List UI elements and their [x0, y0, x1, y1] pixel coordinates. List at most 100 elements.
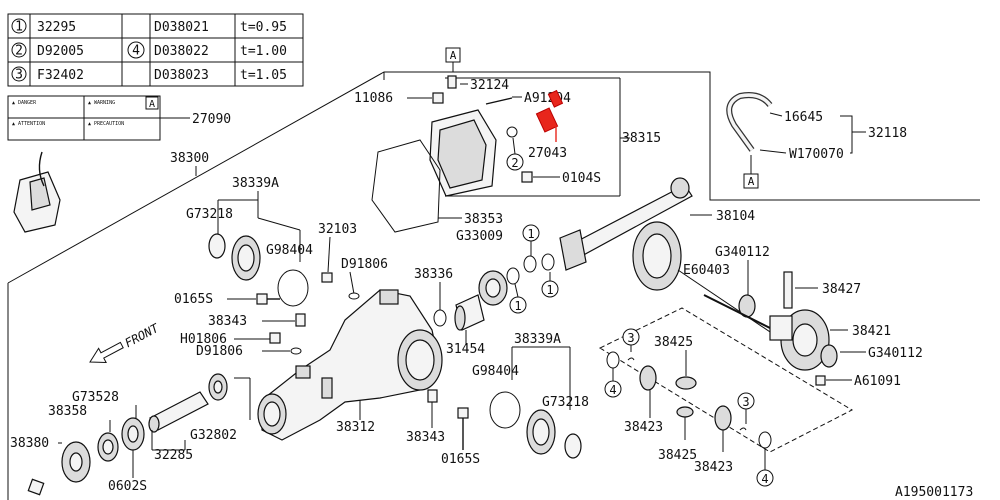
label-A91204: A91204 — [524, 91, 571, 106]
warning-line-4: ▲ PRECAUTION — [88, 121, 124, 127]
shim-code-1: D038021 — [154, 20, 209, 35]
table-num-1: 1 — [15, 20, 23, 35]
label-38425-bot: 38425 — [658, 448, 697, 463]
sticker-location-sketch — [13, 151, 61, 233]
marker-a-hose: A — [748, 175, 755, 188]
label-38343-bot: 38343 — [406, 430, 445, 445]
left-axle-group: G73528 38358 38380 G32802 32285 0602S — [10, 373, 251, 496]
label-31454: 31454 — [446, 342, 485, 357]
table-callout-3 — [11, 66, 27, 82]
table-callout-1 — [11, 18, 27, 34]
rear-cover-assembly: A 32124 11086 A91204 2 38315 27043 0104S… — [354, 47, 661, 233]
parts-table: 1 32295 2 D92005 3 F32402 4 D038021 t=0.… — [7, 13, 304, 87]
label-38423-a: 38423 — [624, 420, 663, 435]
shim-thickness-2: t=1.00 — [240, 44, 287, 59]
warning-line-3: ▲ ATTENTION — [12, 121, 45, 127]
table-code-2: D92005 — [37, 44, 84, 59]
front-direction-arrow: FRONT — [89, 321, 162, 364]
callout-3-b: 3 — [742, 395, 749, 409]
label-38343-top: 38343 — [208, 314, 247, 329]
shim-thickness-1: t=0.95 — [240, 20, 287, 35]
label-27090: 27090 — [192, 112, 231, 127]
label-38353: 38353 — [464, 212, 503, 227]
label-D91806-top: D91806 — [341, 257, 388, 272]
assembly-frame — [7, 71, 980, 500]
label-38104: 38104 — [716, 209, 755, 224]
label-A61091: A61091 — [854, 374, 901, 389]
shim-code-2: D038022 — [154, 44, 209, 59]
pinion-gear-kit: 3 4 38423 38425 38425 38423 3 4 — [598, 307, 854, 487]
callout-4-a: 4 — [609, 383, 616, 397]
label-32285: 32285 — [154, 448, 193, 463]
label-G73218-top: G73218 — [186, 207, 233, 222]
label-32103: 32103 — [318, 222, 357, 237]
marker-a-top: A — [450, 49, 457, 62]
front-label: FRONT — [123, 321, 162, 351]
label-38339A-top: 38339A — [232, 176, 279, 191]
label-38315: 38315 — [622, 131, 661, 146]
label-E60403: E60403 — [683, 263, 730, 278]
callout-1-b: 1 — [546, 283, 553, 297]
table-code-3: F32402 — [37, 68, 84, 83]
table-group-num: 4 — [132, 44, 140, 59]
callout-3-a: 3 — [627, 331, 634, 345]
callout-1-a: 1 — [527, 227, 534, 241]
warning-label: A ▲ DANGER ▲ WARNING ▲ ATTENTION ▲ PRECA… — [7, 95, 231, 141]
shim-code-3: D038023 — [154, 68, 209, 83]
label-W170070: W170070 — [789, 147, 844, 162]
label-38421: 38421 — [852, 324, 891, 339]
label-G33009: G33009 — [456, 229, 503, 244]
label-G98404-top: G98404 — [266, 243, 313, 258]
label-38336: 38336 — [414, 267, 453, 282]
label-38425-top: 38425 — [654, 335, 693, 350]
table-callout-2 — [11, 42, 27, 58]
breather-hose-assembly: 16645 W170070 32118 A — [726, 92, 907, 189]
left-side-bearing-group: 38339A G73218 G98404 — [186, 176, 313, 307]
label-38300: 38300 — [170, 151, 209, 166]
callout-2-text: 2 — [511, 156, 518, 170]
drive-pinion-group: G33009 38104 1 1 1 — [456, 177, 755, 314]
warning-label-badge: A — [149, 99, 155, 110]
label-11086: 11086 — [354, 91, 393, 106]
label-D91806-mid: D91806 — [196, 344, 243, 359]
label-0602S: 0602S — [108, 479, 147, 494]
warning-line-2: ▲ WARNING — [88, 100, 115, 106]
label-32124: 32124 — [470, 78, 509, 93]
label-38358: 38358 — [48, 404, 87, 419]
label-G32802: G32802 — [190, 428, 237, 443]
filler-plug-group: 32103 D91806 — [318, 222, 388, 300]
label-38312: 38312 — [336, 420, 375, 435]
table-callout-4 — [127, 41, 145, 59]
label-0165S-top: 0165S — [174, 292, 213, 307]
label-0104S: 0104S — [562, 171, 601, 186]
label-G98404-mid: G98404 — [472, 364, 519, 379]
table-num-3: 3 — [15, 68, 23, 83]
table-num-2: 2 — [15, 44, 23, 59]
label-G73528: G73528 — [72, 390, 119, 405]
label-27043: 27043 — [528, 146, 567, 161]
bottom-fasteners: 38343 0165S — [406, 389, 480, 467]
warning-line-1: ▲ DANGER — [12, 100, 37, 106]
differential-case-group: G340112 E60403 38427 38421 G340112 A6109… — [632, 221, 923, 389]
label-38339A-mid: 38339A — [514, 332, 561, 347]
label-G340112-top: G340112 — [715, 245, 770, 260]
label-38423-b: 38423 — [694, 460, 733, 475]
callout-4-b: 4 — [761, 472, 768, 486]
callout-1-c: 1 — [514, 299, 521, 313]
label-H01806: H01806 — [180, 332, 227, 347]
right-side-bearing-group: 38339A G98404 G73218 — [472, 332, 589, 459]
spacer-group: 38336 31454 — [414, 267, 485, 357]
label-0165S-bot: 0165S — [441, 452, 480, 467]
label-G73218-mid: G73218 — [542, 395, 589, 410]
label-38427: 38427 — [822, 282, 861, 297]
label-32118: 32118 — [868, 126, 907, 141]
label-G340112-mid: G340112 — [868, 346, 923, 361]
shim-thickness-3: t=1.05 — [240, 68, 287, 83]
label-38380: 38380 — [10, 436, 49, 451]
table-code-1: 32295 — [37, 20, 76, 35]
left-fasteners: 0165S 38343 H01806 D91806 — [174, 292, 306, 359]
label-16645: 16645 — [784, 110, 823, 125]
highlighted-part-27043 — [535, 89, 564, 142]
diagram-reference-number: A195001173 — [895, 485, 973, 500]
